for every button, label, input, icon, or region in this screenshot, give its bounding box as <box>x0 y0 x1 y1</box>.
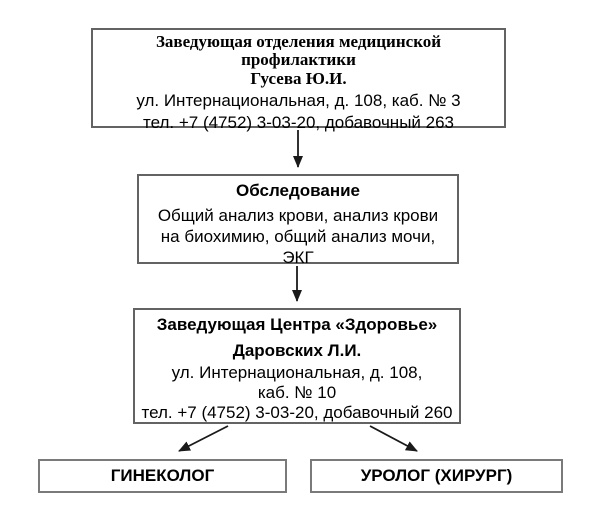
health-center-contacts: ул. Интернациональная, д. 108, каб. № 10… <box>135 363 459 423</box>
node-gynecologist: ГИНЕКОЛОГ <box>38 459 287 493</box>
node-prevention-department: Заведующая отделения медицинской профила… <box>91 28 506 132</box>
health-center-person: Даровских Л.И. <box>232 341 362 360</box>
examination-title: Обследование <box>235 181 360 200</box>
gynecologist-label: ГИНЕКОЛОГ <box>110 466 215 485</box>
prevention-person: Гусева Ю.И. <box>250 69 347 88</box>
examination-details: Общий анализ крови, анализ крови на биох… <box>139 205 457 268</box>
urologist-label: УРОЛОГ (ХИРУРГ) <box>360 466 513 485</box>
examination-details-line: ЭКГ <box>282 248 314 267</box>
examination-details-line: Общий анализ крови, анализ крови <box>157 206 439 225</box>
health-center-address-line2: каб. № 10 <box>257 383 337 402</box>
health-center-phone: тел. +7 (4752) 3-03-20, добавочный 260 <box>141 403 453 422</box>
node-examination: Обследование Общий анализ крови, анализ … <box>137 174 459 267</box>
health-center-address-line1: ул. Интернациональная, д. 108, <box>171 363 423 382</box>
node-health-center: Заведующая Центра «Здоровье» Даровских Л… <box>133 308 461 424</box>
arrow-health-center-to-urologist <box>369 425 418 452</box>
examination-details-line: на биохимию, общий анализ мочи, <box>160 227 436 246</box>
health-center-title: Заведующая Центра «Здоровье» <box>156 315 438 334</box>
node-urologist: УРОЛОГ (ХИРУРГ) <box>310 459 563 493</box>
prevention-address: ул. Интернациональная, д. 108, каб. № 3 <box>136 91 461 110</box>
prevention-phone: тел. +7 (4752) 3-03-20, добавочный 263 <box>142 113 454 132</box>
arrow-health-center-to-gynecologist <box>178 425 229 452</box>
prevention-title: Заведующая отделения медицинской профила… <box>155 32 442 69</box>
